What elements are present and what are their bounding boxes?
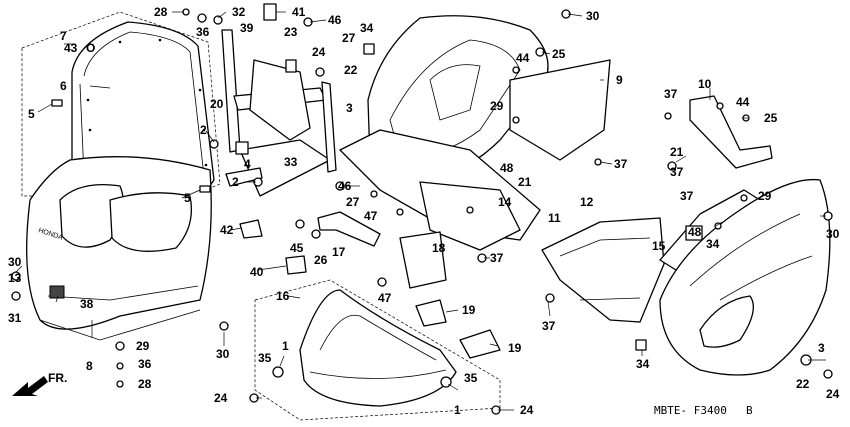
- callout-22-top: 22: [344, 63, 358, 77]
- drawing-code-text: MBTE- F3400: [654, 404, 727, 417]
- callout-9: 9: [616, 73, 623, 87]
- callout-29-bot: 29: [136, 339, 150, 353]
- callout-10: 10: [698, 77, 712, 91]
- callout-36-top: 36: [196, 25, 210, 39]
- callout-34-top: 34: [360, 21, 374, 35]
- callout-34-bot: 34: [636, 357, 650, 371]
- front-direction-arrow: FR.: [12, 371, 67, 396]
- callout-48-mid: 48: [500, 161, 514, 175]
- callout-37-d: 37: [490, 251, 504, 265]
- callout-47-bot: 47: [378, 291, 392, 305]
- callout-31: 31: [8, 311, 22, 325]
- drawing-code: MBTE- F3400 B: [654, 404, 753, 417]
- callout-labels: 28 32 41 46 34 30 7 36 39 23 27 25 43 O …: [8, 5, 840, 417]
- callout-46-top: 46: [328, 13, 342, 27]
- callout-43: 43: [64, 41, 78, 55]
- callout-37-c: 37: [680, 189, 694, 203]
- callout-28-bot: 28: [138, 377, 152, 391]
- callout-44-r: 44: [736, 95, 750, 109]
- callout-21-mid: 21: [518, 175, 532, 189]
- callout-25-r: 25: [764, 111, 778, 125]
- callout-29-top: 29: [490, 99, 504, 113]
- callout-18: 18: [432, 241, 446, 255]
- leader-lines: [15, 11, 826, 411]
- callout-2-top: 2: [200, 123, 207, 137]
- callout-41: 41: [292, 5, 306, 19]
- callout-44-top: 44: [516, 51, 530, 65]
- callout-39: 39: [240, 21, 254, 35]
- fasteners: [11, 3, 833, 415]
- callout-5-top: 5: [28, 107, 35, 121]
- callout-16: 16: [276, 289, 290, 303]
- callout-22-bot: 22: [796, 377, 810, 391]
- callout-29-r: 29: [758, 189, 772, 203]
- callout-19-b: 19: [508, 341, 522, 355]
- callout-6: 6: [60, 79, 67, 93]
- callout-12: 12: [580, 195, 594, 209]
- callout-23: 23: [284, 25, 298, 39]
- under-cowl-part: [254, 279, 501, 421]
- callout-40: 40: [250, 265, 264, 279]
- small-stays-part: [239, 211, 501, 359]
- callout-24-top: 24: [312, 45, 326, 59]
- callout-3-bot: 3: [818, 341, 825, 355]
- callout-27-mid: 27: [346, 195, 360, 209]
- callout-17: 17: [332, 245, 346, 259]
- callout-3-top: 3: [346, 101, 353, 115]
- callout-13: 13: [8, 271, 22, 285]
- callout-11: 11: [548, 211, 561, 225]
- callout-2-mid: 2: [232, 175, 239, 189]
- callout-24-bot: 24: [214, 391, 228, 405]
- callout-27-top: 27: [342, 31, 356, 45]
- middle-cowl-part: [541, 217, 665, 323]
- callout-24-mid: 24: [826, 387, 840, 401]
- callout-8: 8: [86, 359, 93, 373]
- callout-21-r: 21: [670, 145, 684, 159]
- callout-30-top: 30: [586, 9, 600, 23]
- inner-fairing-panel-part: [339, 15, 611, 251]
- callout-5-bot: 5: [184, 191, 191, 205]
- callout-24-br: 24: [520, 403, 534, 417]
- callout-30-bot: 30: [216, 347, 230, 361]
- callout-15: 15: [652, 239, 666, 253]
- callout-19-a: 19: [462, 303, 476, 317]
- callout-14: 14: [498, 195, 512, 209]
- callout-1-a: 1: [282, 339, 289, 353]
- callout-30-left: 30: [8, 255, 22, 269]
- callout-35-a: 35: [258, 351, 272, 365]
- windscreen-part: [21, 11, 221, 197]
- callout-37-e: 37: [542, 319, 556, 333]
- callout-33: 33: [284, 155, 298, 169]
- callout-45: 45: [290, 241, 304, 255]
- callout-20: 20: [210, 97, 224, 111]
- callout-48-r: 48: [688, 225, 702, 239]
- callout-26: 26: [314, 253, 328, 267]
- callout-1-b: 1: [454, 403, 461, 417]
- upper-front-cowl-part: HONDA: [26, 156, 212, 341]
- callout-46-mid: 46: [338, 179, 352, 193]
- front-direction-label: FR.: [48, 371, 67, 385]
- cowl-stay-part: [221, 29, 337, 197]
- callout-4: 4: [244, 157, 251, 171]
- callout-38: 38: [80, 297, 94, 311]
- callout-32: 32: [232, 5, 246, 19]
- callout-37-b: 37: [670, 165, 684, 179]
- callout-35-b: 35: [464, 371, 478, 385]
- callout-37-mid: 37: [614, 157, 628, 171]
- callout-34-r: 34: [706, 237, 720, 251]
- callout-28-top: 28: [154, 5, 168, 19]
- callout-25-top: 25: [552, 47, 566, 61]
- drawing-code-suffix: B: [746, 404, 753, 417]
- callout-47-top: 47: [364, 209, 378, 223]
- side-cowl-part: [659, 178, 831, 376]
- callout-36-bot: 36: [138, 357, 152, 371]
- callout-43-ring: O: [86, 41, 95, 55]
- callout-7: 7: [60, 29, 67, 43]
- callout-42: 42: [220, 223, 234, 237]
- callout-37-a: 37: [664, 87, 678, 101]
- callout-30-r: 30: [826, 227, 840, 241]
